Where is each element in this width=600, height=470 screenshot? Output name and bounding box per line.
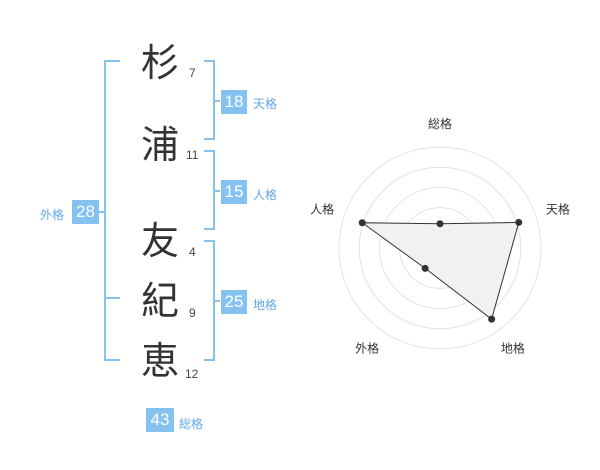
radar-axis-label-4: 外格 xyxy=(355,340,379,355)
stroke-count-3: 4 xyxy=(189,245,196,259)
radar-axis-label-3: 地格 xyxy=(501,340,525,355)
soukaku-label: 総格 xyxy=(179,417,204,431)
gaikaku-bracket xyxy=(104,60,120,361)
tenkaku-value: 18 xyxy=(221,90,247,114)
radar-axis-label-2: 天格 xyxy=(546,202,570,217)
radar-series-area xyxy=(360,221,520,320)
stroke-count-5: 12 xyxy=(185,367,199,381)
gaikaku-value: 28 xyxy=(72,200,99,224)
chikaku-label: 地格 xyxy=(253,298,278,312)
radar-axis-label-1: 総格 xyxy=(428,116,452,131)
chikaku-value: 25 xyxy=(221,290,247,314)
soukaku-value: 43 xyxy=(146,408,174,432)
jinkaku-value: 15 xyxy=(221,180,247,204)
stroke-count-1: 7 xyxy=(189,66,196,80)
radar-point-3 xyxy=(488,315,496,323)
name-char-1: 杉 xyxy=(141,41,180,85)
radar-point-2 xyxy=(515,218,523,226)
gaikaku-label: 外格 xyxy=(40,208,65,222)
radar-point-1 xyxy=(436,220,444,228)
radar-axis-label-5: 人格 xyxy=(310,202,334,217)
stroke-count-4: 9 xyxy=(189,306,196,320)
name-char-4: 紀 xyxy=(141,279,180,323)
radar-points xyxy=(358,218,523,323)
radar-point-5 xyxy=(358,219,366,227)
radar-grid-ring-4 xyxy=(358,166,522,330)
radar-grid-ring-5 xyxy=(338,146,542,350)
radar-point-4 xyxy=(421,264,429,272)
name-char-2: 浦 xyxy=(141,123,180,167)
name-char-3: 友 xyxy=(141,219,180,263)
stroke-count-2: 11 xyxy=(186,148,199,162)
tenkaku-label: 天格 xyxy=(253,97,278,111)
name-char-5: 恵 xyxy=(141,339,180,383)
jinkaku-label: 人格 xyxy=(253,188,278,202)
